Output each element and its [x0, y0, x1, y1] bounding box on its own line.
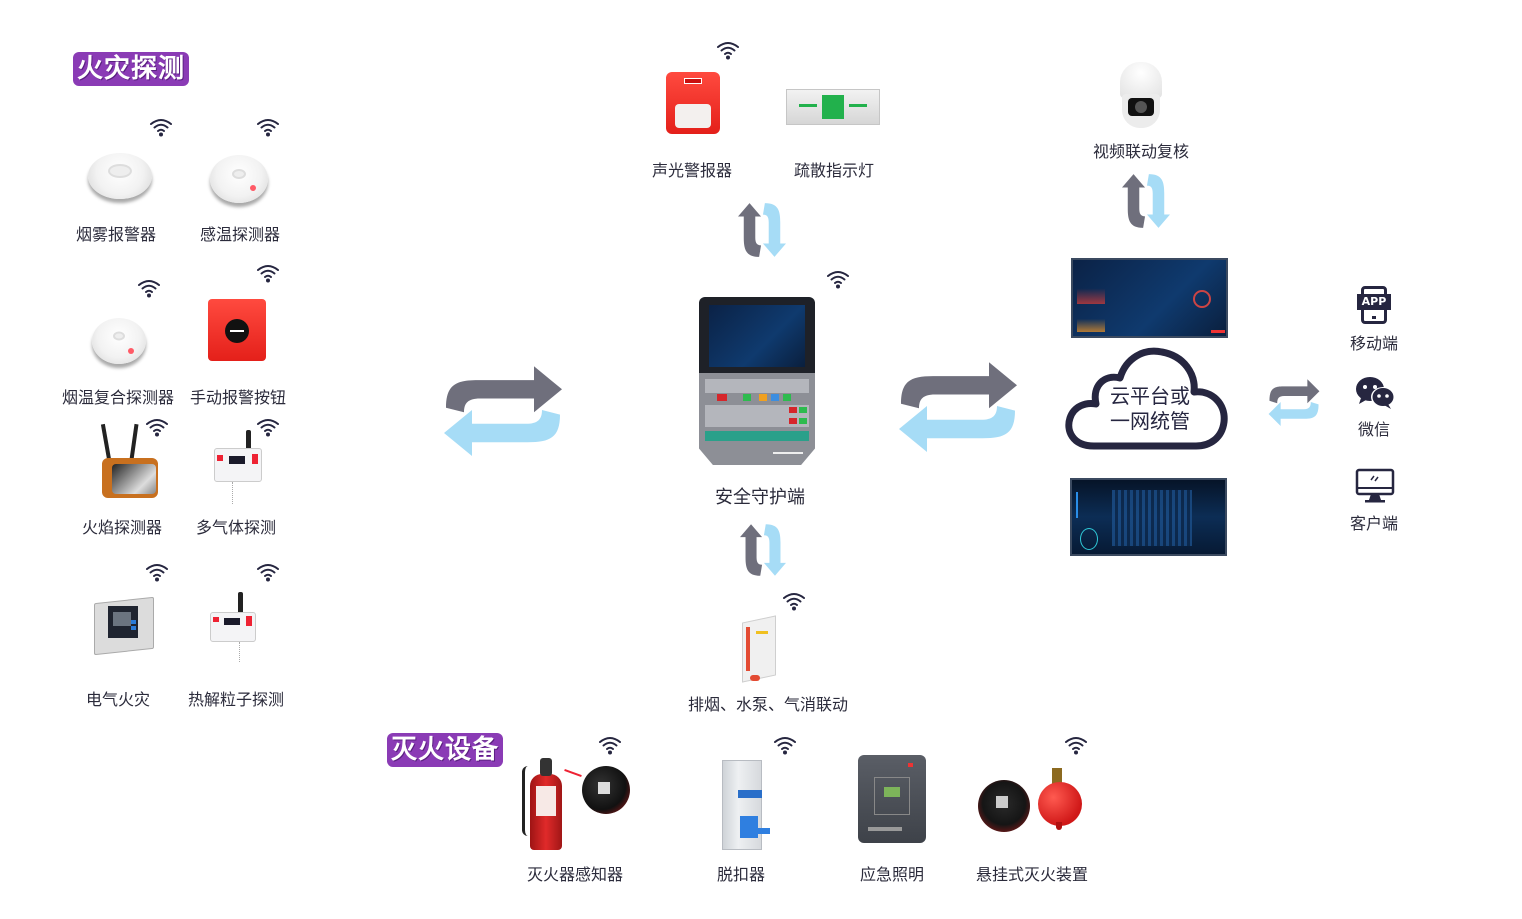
smoke-alarm-icon [88, 153, 152, 199]
emergency-lighting-box-icon [858, 755, 926, 843]
dashboard-map-screenshot [1071, 258, 1228, 338]
device-label: 烟温复合探测器 [61, 388, 174, 407]
sound-light-alarm-icon [666, 72, 720, 134]
device-label: 电气火灾 [85, 690, 150, 709]
device-label: 悬挂式灭火装置 [975, 865, 1088, 884]
device-label: 视频联动复核 [1092, 142, 1189, 161]
client-label: 移动端 [1349, 334, 1398, 353]
bidirectional-arrow-icon [1266, 378, 1322, 426]
evacuation-sign-icon [786, 89, 880, 125]
wifi-icon [256, 562, 280, 582]
cloud-label-line2: 一网统管 [1110, 409, 1190, 433]
device-label: 感温探测器 [199, 225, 280, 244]
device-label: 疏散指示灯 [793, 161, 874, 180]
device-label: 脱扣器 [716, 865, 765, 884]
bidirectional-arrow-icon [740, 520, 786, 580]
device-label: 应急照明 [859, 865, 924, 884]
heat-detector-icon [210, 155, 268, 203]
device-label: 灭火器感知器 [526, 865, 623, 884]
guardian-label: 安全守护端 [715, 487, 805, 508]
flame-detector-icon [100, 423, 158, 502]
device-label: 火焰探测器 [81, 518, 162, 537]
cloud-label-line1: 云平台或 [1110, 384, 1190, 408]
pyrolysis-particle-detector-icon [208, 592, 260, 664]
cloud-icon [1065, 347, 1228, 450]
dashboard-3d-city-screenshot [1070, 478, 1227, 556]
wechat-icon [1356, 377, 1395, 409]
wifi-icon [137, 278, 161, 298]
linkage-module-icon [738, 615, 780, 683]
bidirectional-arrow-icon [738, 200, 786, 260]
wifi-icon [1064, 735, 1088, 755]
wifi-icon [149, 117, 173, 137]
device-label: 手动报警按钮 [189, 388, 286, 407]
device-label: 排烟、水泵、气消联动 [687, 695, 848, 714]
wifi-icon [716, 40, 740, 60]
multi-gas-detector-icon [212, 430, 264, 504]
wifi-icon [782, 591, 806, 611]
device-label: 声光警报器 [651, 161, 732, 180]
extinguisher-sensor-icon [522, 752, 632, 852]
smoke-heat-detector-icon [92, 318, 146, 364]
client-label: 微信 [1357, 420, 1390, 439]
electrical-fire-monitor-icon [94, 594, 158, 656]
wifi-icon [256, 117, 280, 137]
device-label: 烟雾报警器 [75, 225, 156, 244]
manual-call-point-icon [208, 299, 266, 361]
bidirectional-arrow-icon [438, 364, 568, 456]
client-label: 客户端 [1349, 514, 1398, 533]
extinguishing-title: 灭火设备 [387, 733, 504, 767]
bidirectional-arrow-icon [893, 360, 1023, 452]
circuit-breaker-trip-icon [718, 760, 776, 850]
bidirectional-arrow-icon [1122, 172, 1170, 230]
device-label: 多气体探测 [195, 518, 276, 537]
wifi-icon [826, 269, 850, 289]
ptz-camera-icon [1118, 62, 1164, 130]
wifi-icon [773, 735, 797, 755]
security-guard-terminal-icon [699, 297, 815, 465]
fire-detection-title: 火灾探测 [73, 52, 190, 86]
desktop-monitor-icon [1355, 468, 1395, 503]
wifi-icon [256, 263, 280, 283]
hanging-extinguisher-icon [976, 764, 1088, 836]
device-label: 热解粒子探测 [187, 690, 284, 709]
app-icon: APP [1357, 286, 1391, 324]
wifi-icon [145, 562, 169, 582]
